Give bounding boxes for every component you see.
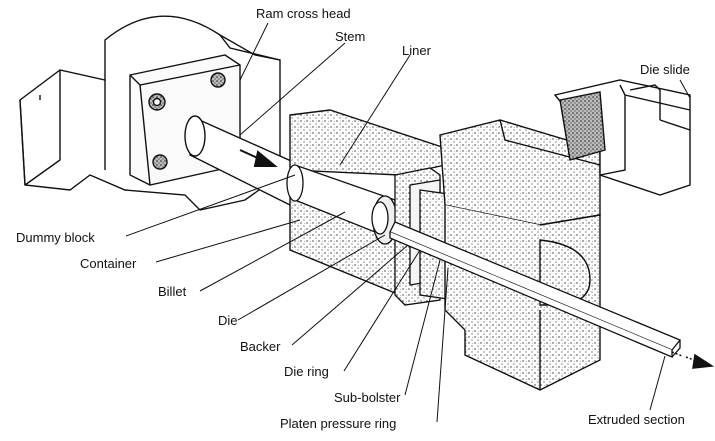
- extruded-section: [389, 221, 682, 358]
- label-die-ring: Die ring: [284, 364, 329, 379]
- label-sub-bolster: Sub-bolster: [334, 390, 401, 405]
- label-dummy-block: Dummy block: [16, 230, 95, 245]
- label-backer: Backer: [240, 339, 281, 354]
- extrusion-direction-arrow: [671, 351, 715, 369]
- label-billet: Billet: [158, 284, 187, 299]
- label-ram-cross-head: Ram cross head: [256, 6, 351, 21]
- leader-lines: [125, 22, 691, 423]
- label-liner: Liner: [402, 43, 431, 58]
- label-stem: Stem: [335, 29, 366, 44]
- ram-direction-arrow: [239, 149, 278, 167]
- label-die-slide: Die slide: [640, 62, 690, 77]
- label-die: Die: [218, 313, 238, 328]
- label-container: Container: [80, 256, 137, 271]
- label-extruded-section: Extruded section: [588, 412, 685, 427]
- label-platen-pressure-ring: Platen pressure ring: [280, 416, 397, 431]
